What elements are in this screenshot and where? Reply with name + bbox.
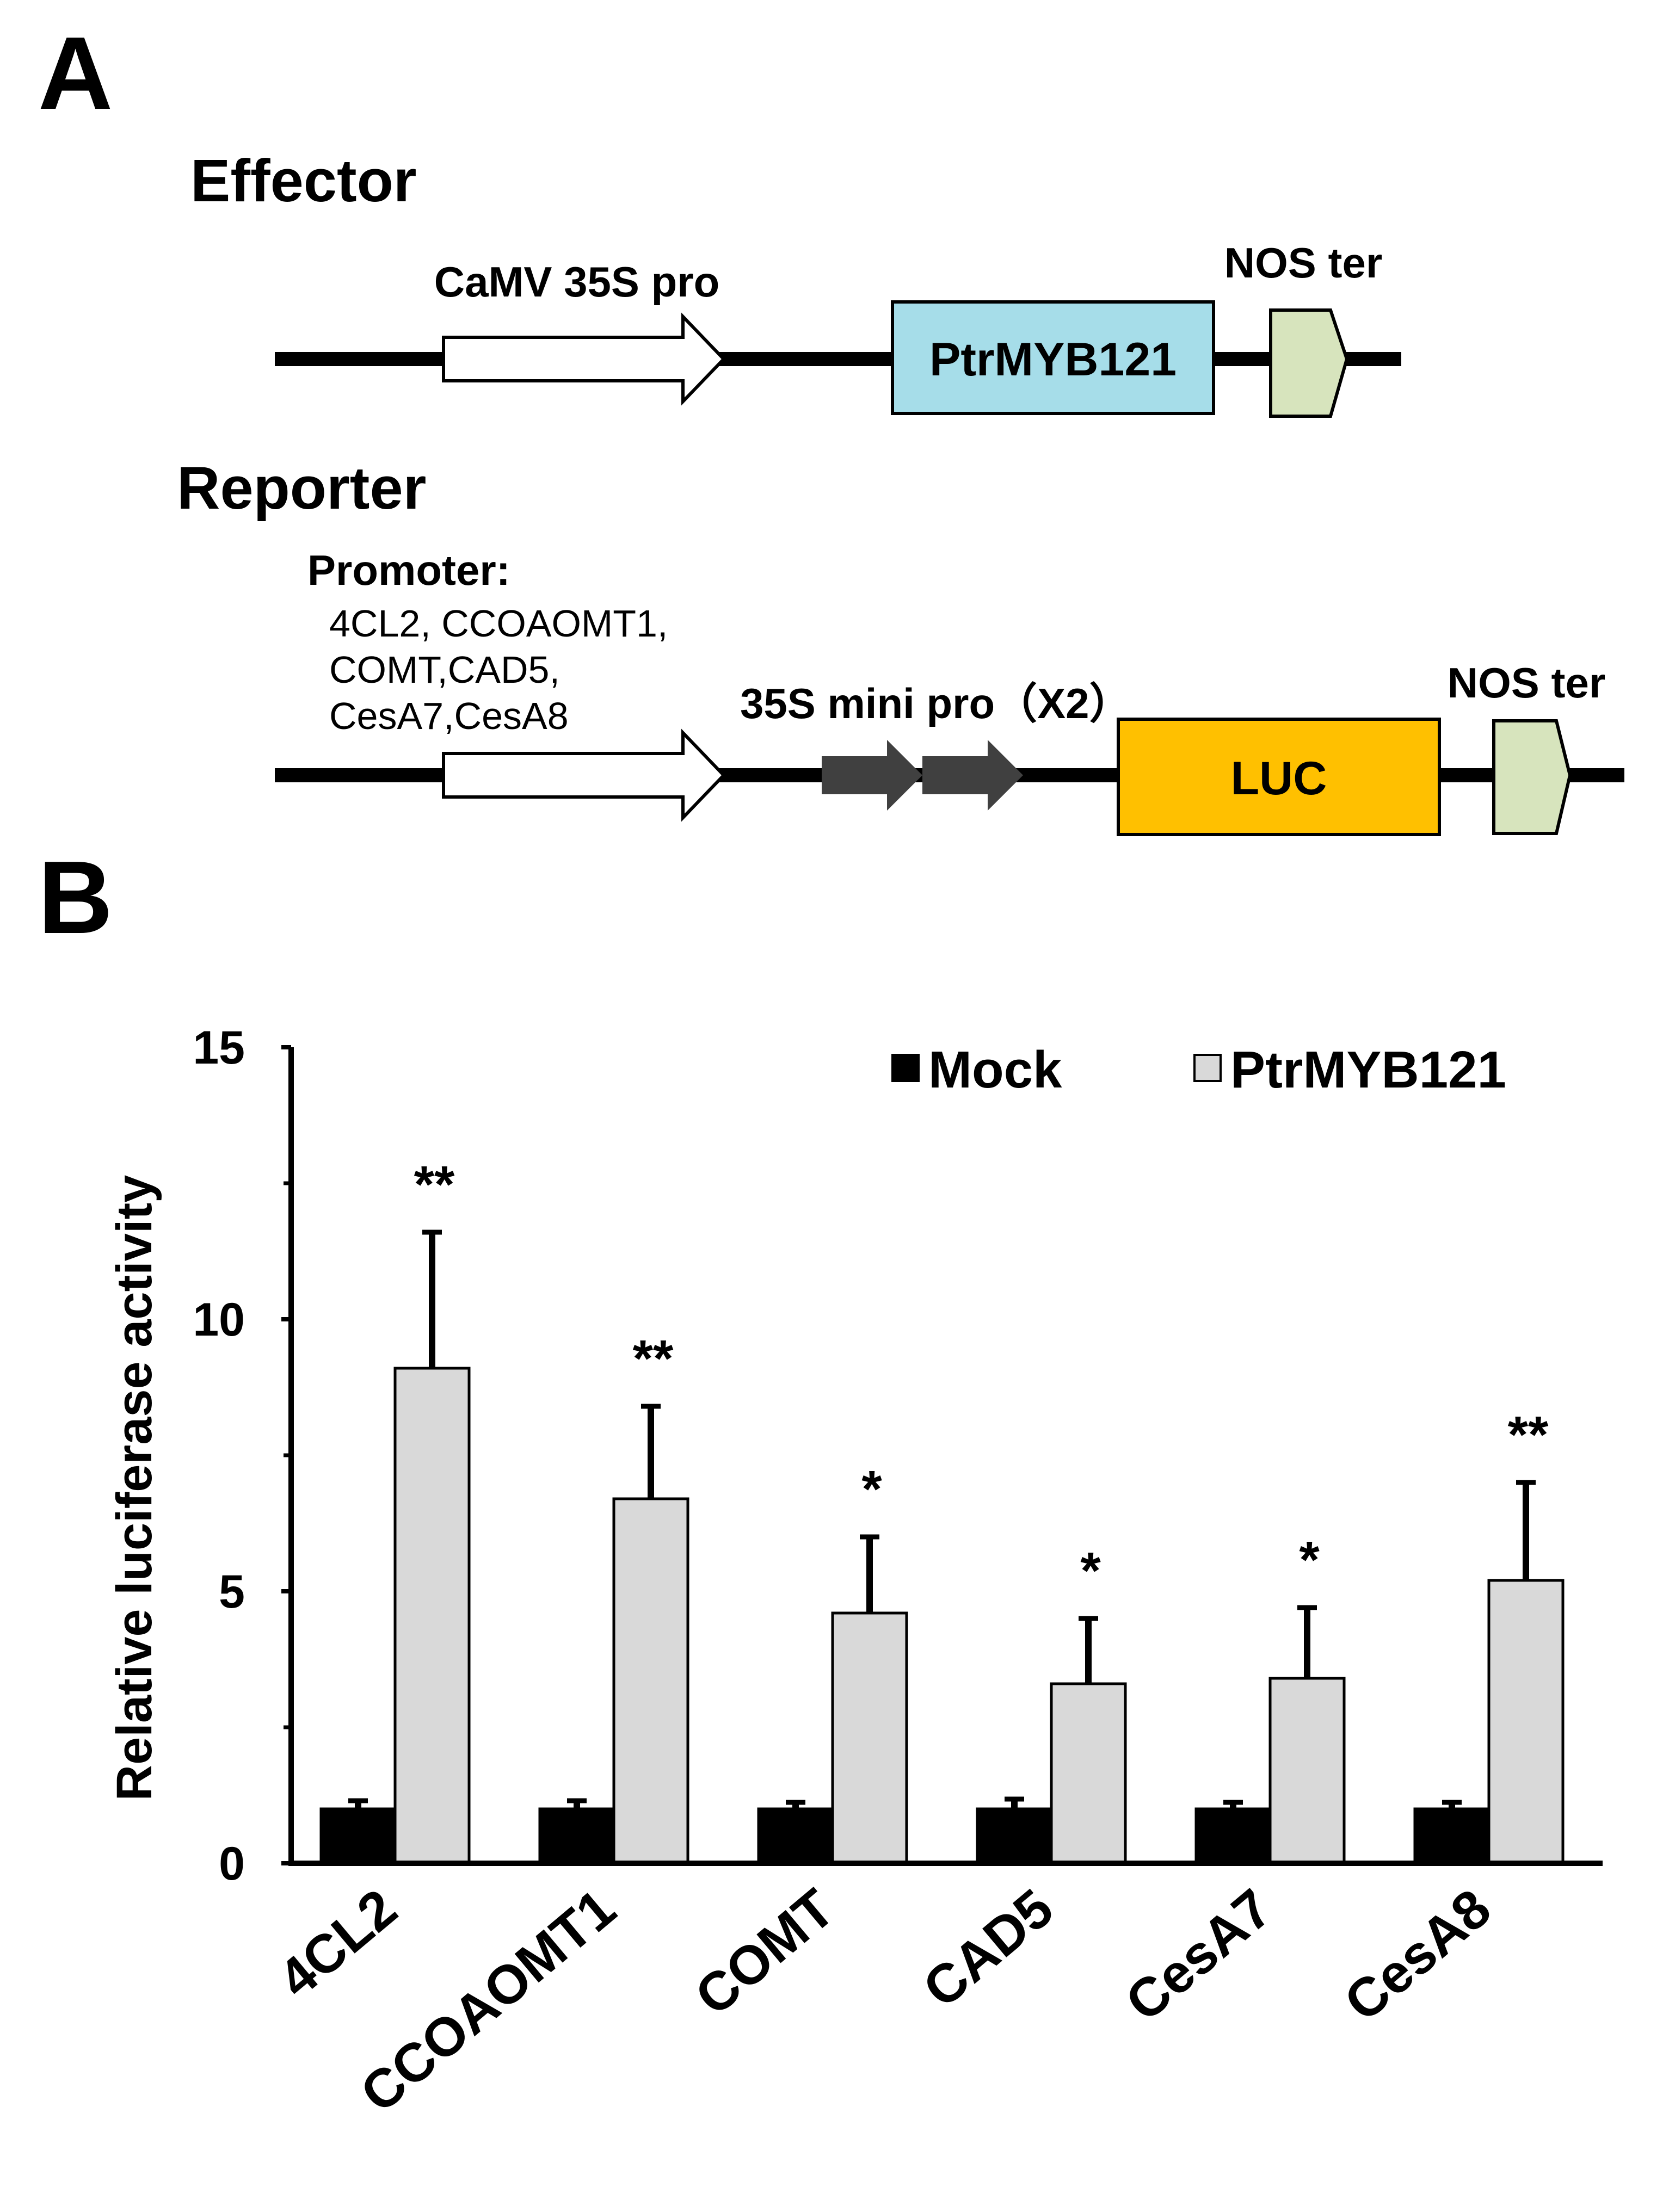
bar-ptrmyb121-cesa8 — [1487, 1579, 1565, 1865]
effector-heading: Effector — [190, 147, 417, 214]
effector-gene-box — [891, 300, 1215, 415]
reporter-heading: Reporter — [177, 455, 426, 522]
bar-ptrmyb121-4cl2 — [393, 1367, 471, 1865]
reporter-terminator — [1492, 719, 1572, 835]
legend-swatch-mock — [891, 1054, 920, 1082]
y-axis-title: Relative luciferase activity — [107, 1175, 162, 1801]
effector-construct: Effector CaMV 35S pro NOS ter PtrMYB121 — [190, 147, 1401, 418]
reporter-promoter-line-2: COMT,CAD5, — [329, 648, 560, 691]
x-tick-label-4cl2: 4CL2 — [267, 1877, 408, 2010]
significance-cesa7: * — [1299, 1531, 1320, 1589]
y-tick-label-0: 0 — [219, 1838, 245, 1890]
luc-label: LUC — [1231, 752, 1327, 805]
significance-cad5: * — [1080, 1542, 1101, 1600]
legend-label-ptrmyb121: PtrMYB121 — [1230, 1041, 1506, 1099]
panel-b-letter: B — [38, 840, 113, 955]
legend-swatch-ptrmyb121 — [1193, 1054, 1222, 1082]
bar-ptrmyb121-cesa7 — [1268, 1677, 1346, 1865]
reporter-promoter-line-1: 4CL2, CCOAOMT1, — [329, 602, 668, 645]
bar-mock-cesa8 — [1413, 1807, 1491, 1865]
effector-terminator — [1269, 308, 1349, 418]
bar-ptrmyb121-ccoaomt1 — [612, 1497, 689, 1865]
effector-gene-label: PtrMYB121 — [929, 333, 1177, 386]
x-tick-label-cesa8: CesA8 — [1333, 1877, 1502, 2033]
mini-promoter-arrow-2 — [922, 740, 1023, 811]
x-tick-label-cad5: CAD5 — [912, 1877, 1065, 2019]
bar-mock-4cl2 — [319, 1807, 397, 1865]
panel-a-letter: A — [38, 16, 113, 131]
reporter-promoter-title: Promoter: — [307, 546, 510, 594]
bar-ptrmyb121-comt — [831, 1611, 908, 1865]
bar-mock-comt — [757, 1807, 834, 1865]
x-tick-label-cesa7: CesA7 — [1114, 1877, 1283, 2033]
reporter-terminator-label: NOS ter — [1448, 659, 1605, 707]
effector-promoter-label: CaMV 35S pro — [434, 258, 719, 306]
legend-label-mock: Mock — [928, 1041, 1062, 1099]
bar-chart: Relative luciferase activity ********* 0… — [107, 1022, 1603, 2124]
x-tick-label-comt: COMT — [684, 1877, 846, 2027]
y-tick-label-15: 15 — [193, 1022, 245, 1074]
significance-comt: * — [861, 1460, 882, 1518]
bar-ptrmyb121-cad5 — [1050, 1682, 1127, 1865]
significance-4cl2: ** — [414, 1156, 455, 1214]
significance-ccoaomt1: ** — [633, 1330, 674, 1388]
reporter-construct: Reporter Promoter: 4CL2, CCOAOMT1, COMT,… — [177, 455, 1624, 836]
effector-promoter-arrow — [442, 312, 726, 406]
y-tick-label-10: 10 — [193, 1294, 245, 1346]
effector-terminator-label: NOS ter — [1224, 239, 1382, 287]
significance-cesa8: ** — [1508, 1406, 1549, 1464]
luc-box — [1117, 718, 1441, 836]
bar-mock-cesa7 — [1194, 1807, 1272, 1865]
bar-mock-ccoaomt1 — [538, 1807, 615, 1865]
reporter-mini-promoter-label: 35S mini pro（X2） — [740, 679, 1132, 727]
reporter-promoter-line-3: CesA7,CesA8 — [329, 695, 569, 737]
bar-mock-cad5 — [976, 1807, 1053, 1865]
reporter-promoter-arrow — [442, 728, 726, 822]
y-tick-label-5: 5 — [219, 1566, 245, 1618]
mini-promoter-arrow-1 — [822, 740, 922, 811]
